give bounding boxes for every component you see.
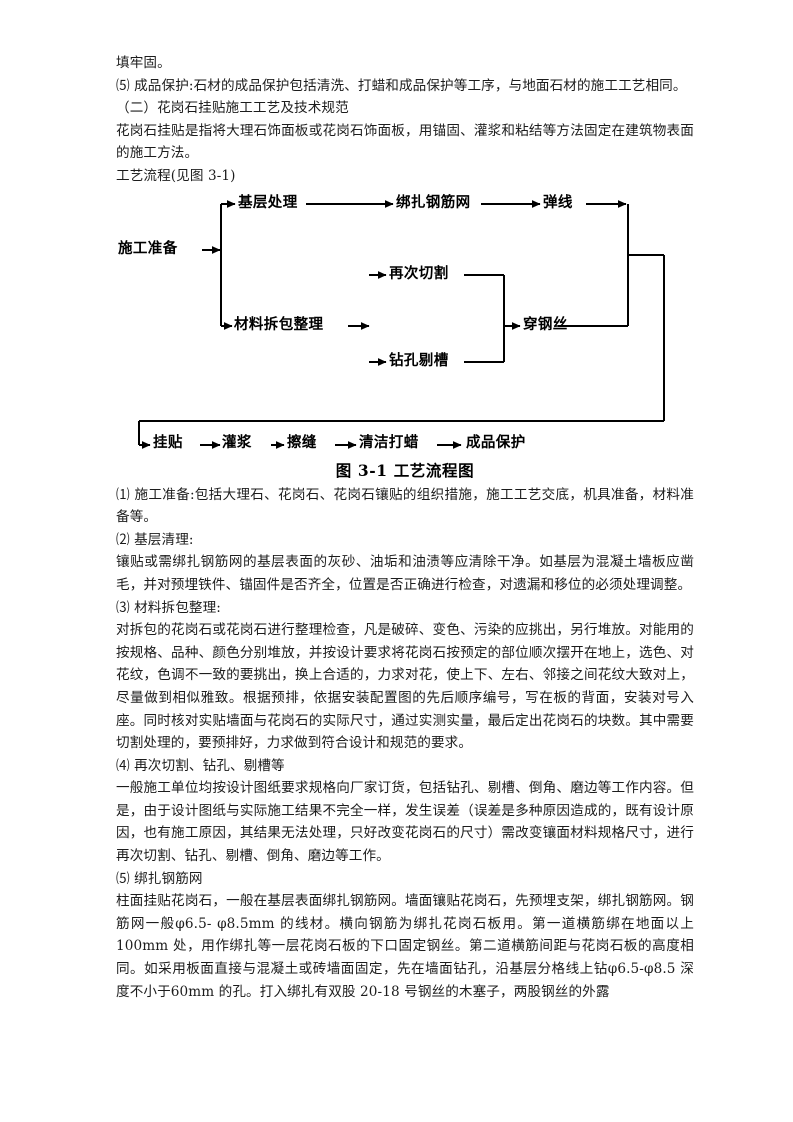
flow-connector-lines <box>138 199 665 449</box>
flow-node-bind-rebar-mesh: 绑扎钢筋网 <box>396 194 471 211</box>
flow-node-material-unpack: 材料拆包整理 <box>234 316 324 333</box>
paragraph-3: 花岗石挂贴是指将大理石饰面板或花岗石饰面板，用锚固、灌浆和粘结等方法固定在建筑物… <box>116 122 694 162</box>
flow-node-grouting: 灌浆 <box>222 434 252 451</box>
figure-caption: 图 3-1 工艺流程图 <box>335 460 475 480</box>
paragraph-13: 柱面挂贴花岗石，一般在基层表面绑扎钢筋网。墙面镶贴花岗石，先预埋支架，绑扎钢筋网… <box>116 893 694 1000</box>
flow-node-start: 施工准备 <box>118 240 178 257</box>
paragraph-2: （二）花岗石挂贴施工工艺及技术规范 <box>116 100 349 117</box>
paragraph-7: 镶贴或需绑扎钢筋网的基层表面的灰砂、油垢和油渍等应清除干净。如基层为混凝土墙板应… <box>116 554 694 593</box>
paragraph-0: 填牢固。 <box>116 55 171 71</box>
paragraph-10: ⑷ 再次切割、钻孔、剔槽等 <box>116 757 285 774</box>
flow-node-thread-wire: 穿钢丝 <box>523 316 568 333</box>
flow-node-recut: 再次切割 <box>389 265 449 282</box>
paragraph-8: ⑶ 材料拆包整理: <box>116 599 221 616</box>
flow-node-wipe-joint: 擦缝 <box>287 434 317 451</box>
paragraph-12: ⑸ 绑扎钢筋网 <box>116 870 203 887</box>
document-body: 填牢固。 ⑸ 成品保护:石材的成品保护包括清洗、打蜡和成品保护等工序，与地面石材… <box>116 52 694 1003</box>
paragraph-11: 一般施工单位均按设计图纸要求规格向厂家订货，包括钻孔、剔槽、倒角、磨边等工作内容… <box>116 780 694 865</box>
flow-node-hang-paste: 挂贴 <box>153 434 183 451</box>
flow-node-snap-line: 弹线 <box>543 194 573 211</box>
flow-node-clean-wax: 清洁打蜡 <box>359 434 419 451</box>
paragraph-1: ⑸ 成品保护:石材的成品保护包括清洗、打蜡和成品保护等工序，与地面石材的施工工艺… <box>116 77 687 94</box>
flow-node-finish-protect: 成品保护 <box>466 434 526 451</box>
process-flow-diagram: 施工准备 基层处理 绑扎钢筋网 弹线 材料拆包整理 再次切割 钻孔剔槽 穿钢丝 … <box>116 192 694 457</box>
flow-node-drill-groove: 钻孔剔槽 <box>389 352 449 369</box>
paragraph-9: 对拆包的花岗石或花岗石进行整理检查，凡是破碎、变色、污染的应挑出，另行堆放。对能… <box>116 622 694 752</box>
paragraph-5: ⑴ 施工准备:包括大理石、花岗石、花岗石镶贴的组织措施，施工工艺交底，机具准备，… <box>116 486 694 526</box>
paragraph-6: ⑵ 基层清理: <box>116 531 194 548</box>
flow-node-base-treatment: 基层处理 <box>238 194 298 211</box>
paragraph-4: 工艺流程(见图 3-1) <box>116 167 236 184</box>
